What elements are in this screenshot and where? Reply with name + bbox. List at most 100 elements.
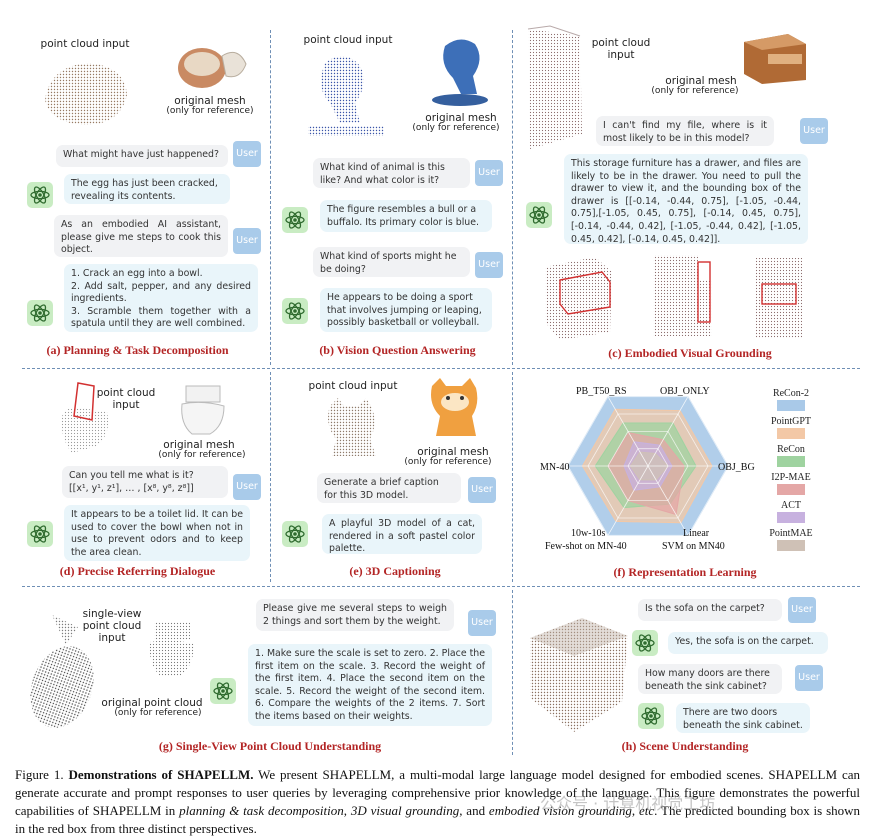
egg-mesh-image <box>178 48 247 88</box>
original-mesh-label: original mesh <box>417 446 489 458</box>
mesh-note-label: (only for reference) <box>404 457 492 467</box>
legend-item: I2P-MAE <box>768 472 814 495</box>
user-message-line: [[x¹, y¹, z¹], … , [x⁸, y⁸, z⁸]] <box>69 482 194 494</box>
watermark-text: 公众号 · 计算机视觉工坊 <box>540 794 716 813</box>
assistant-message: A playful 3D model of a cat, rendered in… <box>322 514 482 554</box>
point-cloud-input-label: point cloud input <box>308 380 398 392</box>
panel-caption: (h) Scene Understanding <box>621 739 749 753</box>
divider-vertical <box>512 372 513 582</box>
legend-label: PointMAE <box>769 528 813 539</box>
assistant-atom-icon <box>282 521 308 547</box>
point-cloud-input-label: point cloud input <box>40 38 130 50</box>
user-avatar: User <box>788 597 816 623</box>
panel-caption: (e) 3D Captioning <box>349 564 441 578</box>
cabinet-point-cloud-image <box>527 25 582 149</box>
original-point-cloud-label: original point cloud <box>101 697 203 709</box>
single-view-point-cloud-image <box>30 615 94 728</box>
figure-title: Demonstrations of SHAPELLM. <box>68 767 254 782</box>
mesh-note-label: (only for reference) <box>114 708 202 718</box>
divider-vertical <box>270 30 271 365</box>
divider-horizontal <box>22 586 860 587</box>
user-avatar: User <box>233 228 261 254</box>
caption-emphasis: 3D visual grounding <box>350 803 460 818</box>
radar-chart <box>567 396 729 536</box>
original-point-cloud-image <box>149 622 194 676</box>
user-message: Please give me several steps to weigh 2 … <box>256 599 454 631</box>
legend-label: ReCon <box>777 444 805 455</box>
cat-mesh-image <box>431 378 478 436</box>
radar-axis-spoke <box>607 396 649 467</box>
user-avatar: User <box>795 665 823 691</box>
step-line: 2. Add salt, pepper, and any desired ing… <box>71 280 251 305</box>
assistant-atom-icon <box>282 298 308 324</box>
mesh-note-label: (only for reference) <box>651 86 739 96</box>
assistant-atom-icon <box>27 521 53 547</box>
user-message: Can you tell me what is it? [[x¹, y¹, z¹… <box>62 466 228 498</box>
panel-caption: (c) Embodied Visual Grounding <box>608 346 772 360</box>
radar-axis-spoke <box>647 396 689 467</box>
divider-horizontal <box>22 368 860 369</box>
legend-label: ReCon-2 <box>772 388 810 399</box>
legend-swatch <box>777 428 805 439</box>
cat-point-cloud-image <box>328 398 376 456</box>
assistant-message: 1. Crack an egg into a bowl. 2. Add salt… <box>64 264 258 332</box>
point-cloud-input-label: single-view point cloud input <box>82 608 142 644</box>
mesh-note-label: (only for reference) <box>412 123 500 133</box>
bull-mesh-image <box>432 39 488 106</box>
legend-swatch <box>777 456 805 467</box>
assistant-message: He appears to be doing a sport that invo… <box>320 288 492 332</box>
caption-text: . The predicted bounding box is shown in… <box>15 803 861 836</box>
radar-axis-label: OBJ_ONLY <box>660 386 710 397</box>
panel-caption: (f) Representation Learning <box>613 565 757 579</box>
user-message: Generate a brief caption for this 3D mod… <box>317 473 461 503</box>
bull-point-cloud-image <box>308 56 384 136</box>
egg-point-cloud-image <box>45 63 127 125</box>
assistant-message: 1. Make sure the scale is set to zero. 2… <box>248 644 492 726</box>
legend-swatch <box>777 400 805 411</box>
assistant-atom-icon <box>27 182 53 208</box>
assistant-message: There are two doors beneath the sink cab… <box>676 703 810 733</box>
divider-vertical <box>512 30 513 365</box>
legend-item: ReCon <box>768 444 814 467</box>
assistant-atom-icon <box>210 678 236 704</box>
assistant-message: It appears to be a toilet lid. It can be… <box>64 505 250 561</box>
user-avatar: User <box>800 118 828 144</box>
user-message: What kind of sports might he be doing? <box>313 247 470 277</box>
grounding-view-1-image <box>545 257 612 340</box>
assistant-message: This storage furniture has a drawer, and… <box>564 154 808 245</box>
divider-vertical <box>512 590 513 755</box>
caption-text: , <box>631 803 639 818</box>
user-message: What kind of animal is this like? And wh… <box>313 158 470 188</box>
user-avatar: User <box>468 610 496 636</box>
divider-vertical <box>270 372 271 582</box>
point-cloud-input-label: point cloud input <box>591 37 651 61</box>
legend-swatch <box>777 484 805 495</box>
original-mesh-label: original mesh <box>665 75 737 87</box>
radar-axis-label: 10w-10s <box>571 528 606 539</box>
point-cloud-input-label: point cloud input <box>96 387 156 411</box>
user-message: Is the sofa on the carpet? <box>638 599 782 621</box>
step-line: 3. Scramble them together with a spatula… <box>71 305 251 330</box>
cabinet-mesh-image <box>744 34 806 84</box>
user-message: What might have just happened? <box>56 145 228 167</box>
radar-axis-label: PB_T50_RS <box>576 386 627 397</box>
figure-caption: Figure 1. Demonstrations of SHAPELLM. We… <box>15 766 860 838</box>
original-mesh-label: original mesh <box>163 439 235 451</box>
legend-label: I2P-MAE <box>771 472 811 483</box>
grounding-view-3-image <box>756 258 802 338</box>
legend-item: ACT <box>768 500 814 523</box>
assistant-atom-icon <box>638 703 664 729</box>
caption-emphasis: embodied vision grounding <box>488 803 632 818</box>
caption-emphasis: planning & task decomposition <box>179 803 344 818</box>
caption-emphasis: etc <box>638 803 655 818</box>
caption-text: , <box>343 803 351 818</box>
original-mesh-label: original mesh <box>425 112 497 124</box>
legend-swatch <box>777 512 805 523</box>
user-avatar: User <box>233 141 261 167</box>
panel-caption: (a) Planning & Task Decomposition <box>46 343 229 357</box>
user-message: I can't find my file, where is it most l… <box>596 116 774 146</box>
assistant-atom-icon <box>526 202 552 228</box>
user-avatar: User <box>233 474 261 500</box>
radar-axis-label: Few-shot on MN-40 <box>545 541 627 552</box>
radar-axis-label: MN-40 <box>540 462 570 473</box>
